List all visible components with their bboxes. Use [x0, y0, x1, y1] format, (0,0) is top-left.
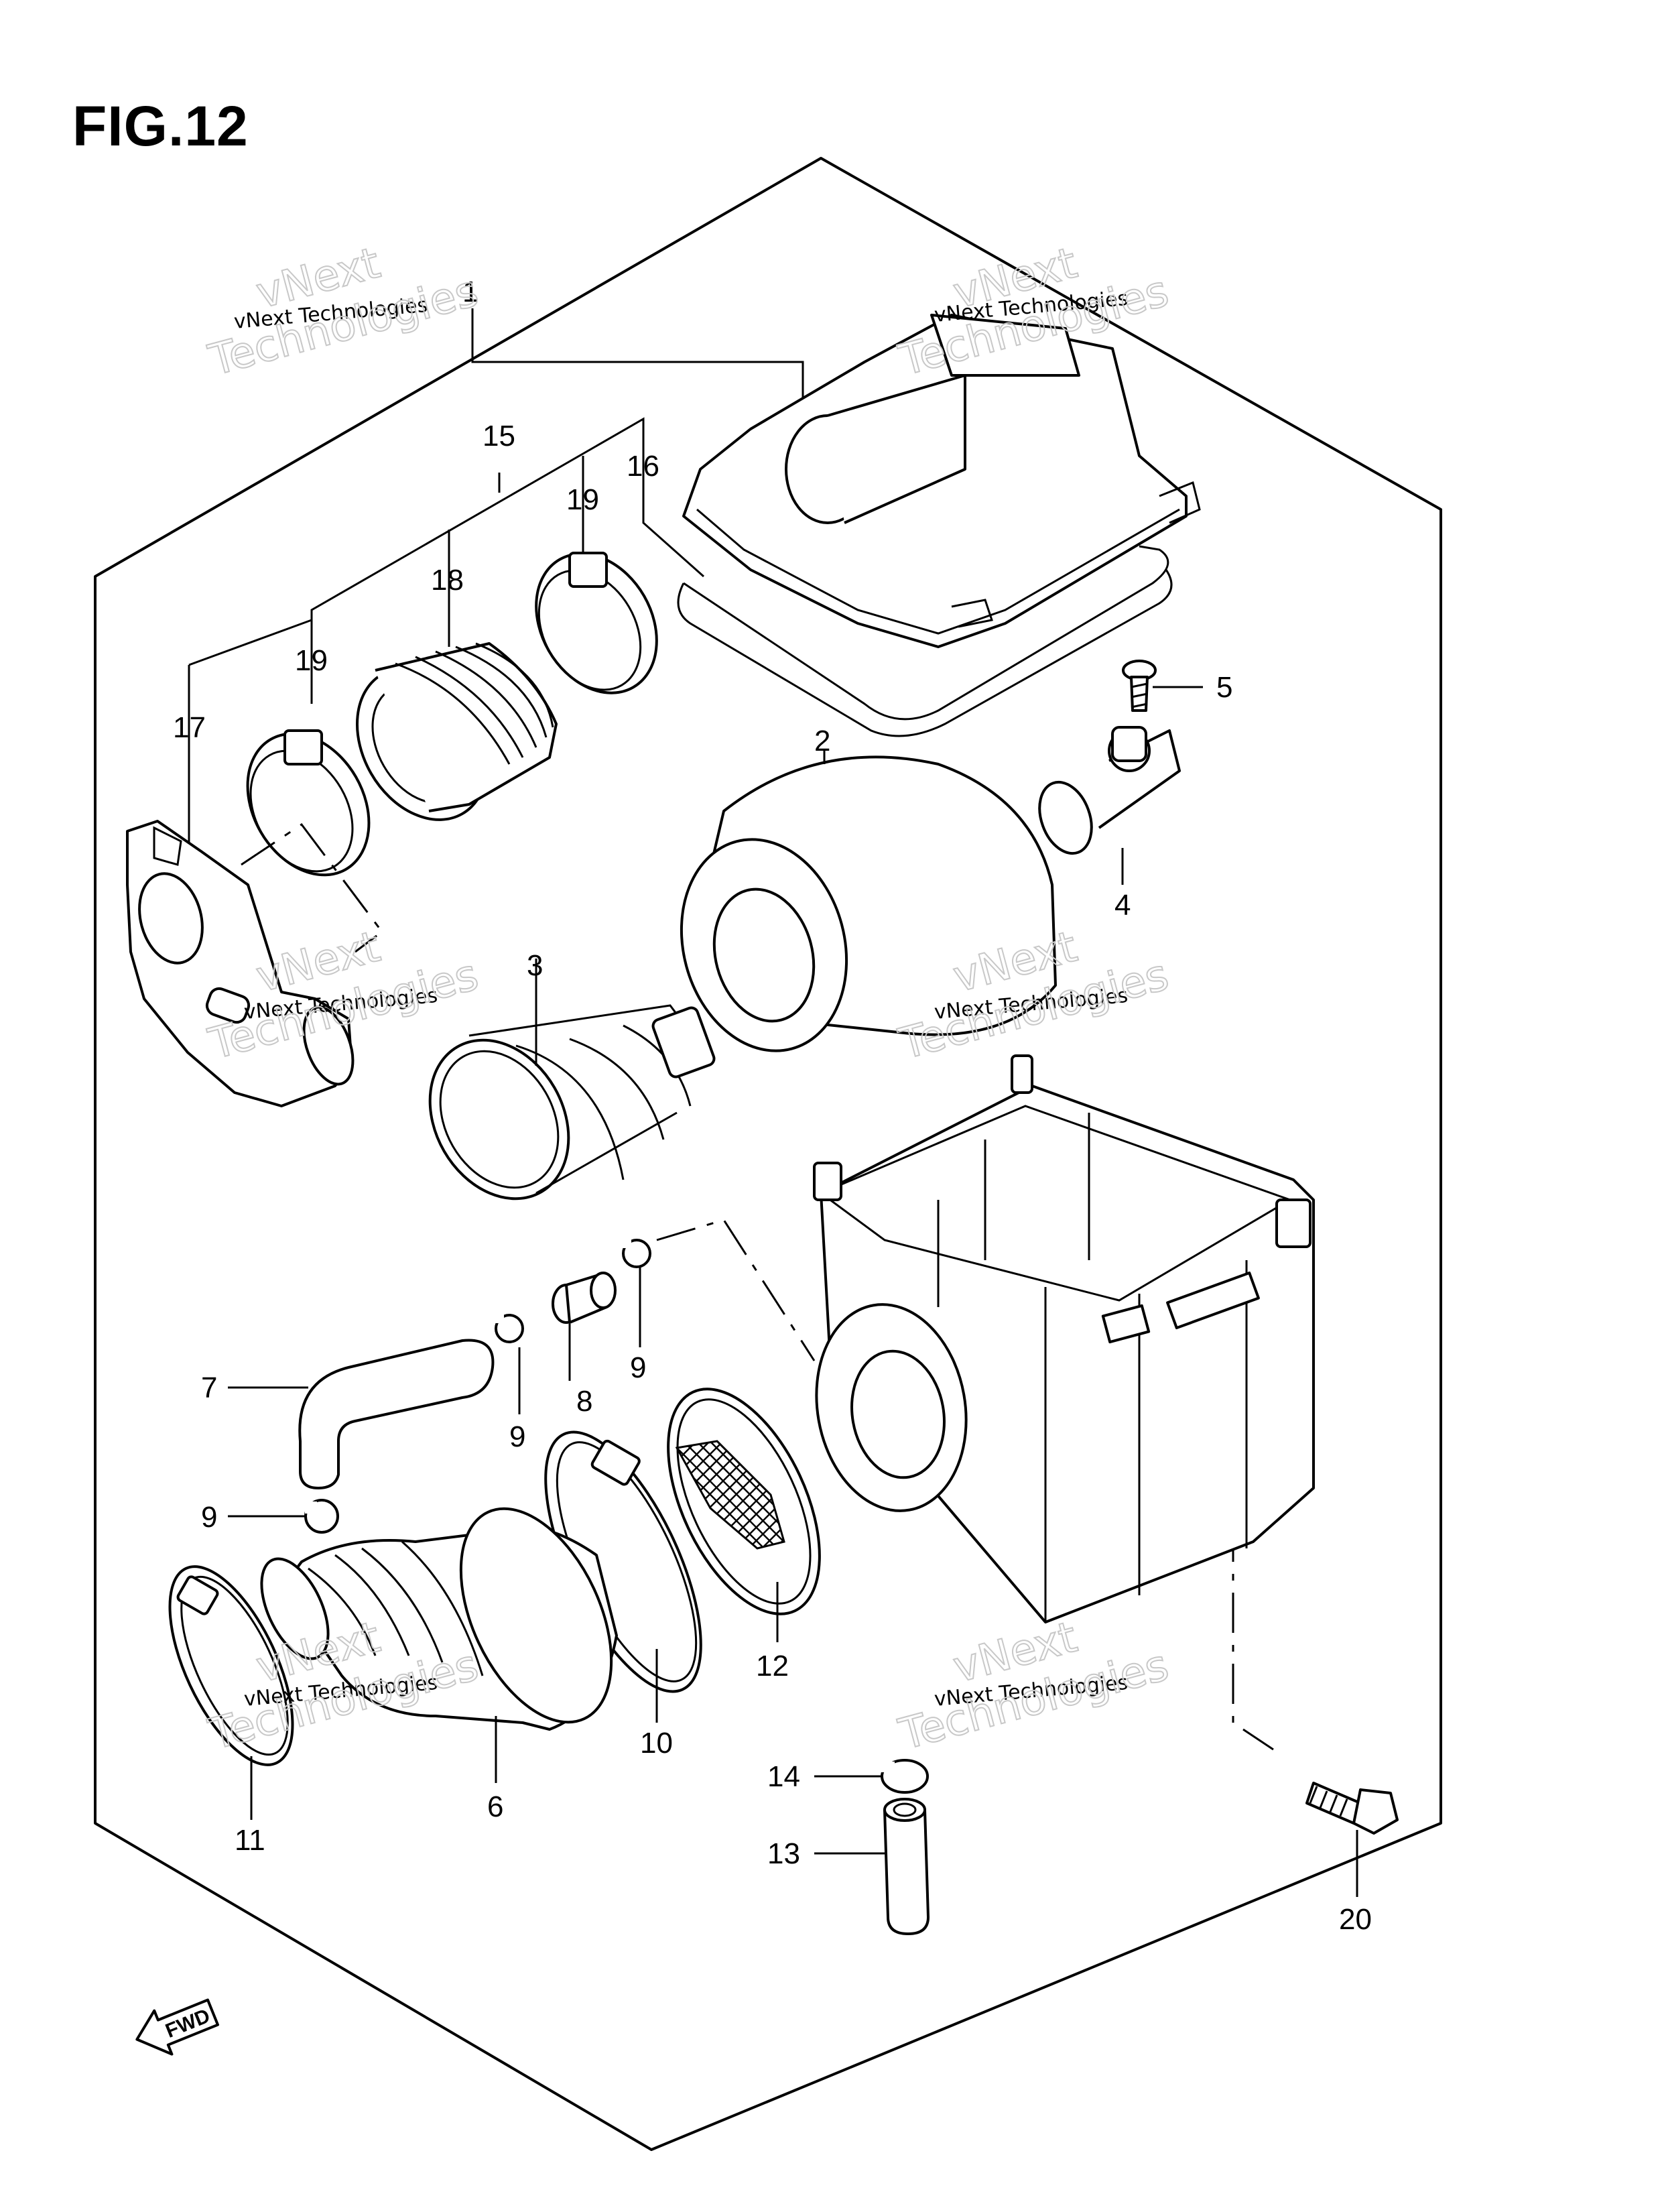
assembly-frame: [94, 157, 1442, 2151]
callout-17: 17: [173, 711, 206, 744]
fwd-arrow: FWD: [135, 1998, 219, 2056]
filter-cage: [428, 1004, 716, 1201]
callout-9-c: 9: [201, 1501, 217, 1534]
callout-3: 3: [527, 949, 543, 982]
callout-15: 15: [483, 420, 515, 452]
intake-boot: [356, 642, 558, 821]
callout-11: 11: [235, 1824, 265, 1857]
air-cleaner-case: [813, 1054, 1315, 1623]
callout-4: 4: [1114, 889, 1131, 922]
connection-line-c: [1232, 1522, 1274, 1751]
clip-9c: [304, 1499, 339, 1534]
clamp-11: [168, 1565, 294, 1766]
callout-1: 1: [462, 275, 478, 308]
callout-10: 10: [640, 1727, 673, 1760]
air-cleaner-cap: [682, 314, 1201, 648]
callout-13: 13: [767, 1837, 800, 1870]
connection-line-a: [241, 822, 384, 953]
tube-13: [883, 1798, 930, 1935]
callout-7: 7: [201, 1371, 217, 1404]
callout-14: 14: [767, 1760, 800, 1793]
connection-line-b: [656, 1219, 816, 1361]
holder-4: [1038, 726, 1181, 855]
fitting-8: [552, 1272, 617, 1324]
clip-14: [881, 1759, 929, 1794]
clip-9a: [495, 1314, 524, 1343]
screw-5: [1122, 660, 1157, 712]
filter-element: [680, 755, 1057, 1052]
bracket-leaders: [188, 328, 804, 865]
callout-9-b: 9: [630, 1351, 646, 1384]
callout-18: 18: [431, 564, 464, 597]
clamp-upper: [535, 552, 658, 694]
callout-5: 5: [1216, 671, 1232, 704]
figure-title: FIG.12: [72, 95, 249, 158]
callout-19-upper: 19: [566, 483, 599, 516]
bolt-20: [1305, 1782, 1399, 1835]
hose-7: [298, 1339, 495, 1489]
callout-6: 6: [487, 1790, 503, 1823]
callout-labels: 1 15 16 19 18 19 17 2 5 4 3 7 8 9 9 9 12…: [173, 275, 1372, 1936]
screen-12: [667, 1388, 821, 1615]
intake-duct: [126, 820, 355, 1107]
callout-20: 20: [1339, 1903, 1372, 1936]
callout-2: 2: [814, 725, 830, 757]
callout-12: 12: [756, 1650, 789, 1682]
clamp-lower: [246, 729, 371, 877]
leader-lines: [228, 308, 1358, 1897]
callout-19-lower: 19: [295, 644, 328, 677]
outlet-tube-6: [260, 1507, 618, 1731]
callout-8: 8: [576, 1385, 592, 1418]
callout-16: 16: [627, 450, 659, 483]
cap-seal: [677, 545, 1173, 737]
clip-9b: [622, 1239, 651, 1268]
callout-9-a: 9: [509, 1420, 525, 1453]
